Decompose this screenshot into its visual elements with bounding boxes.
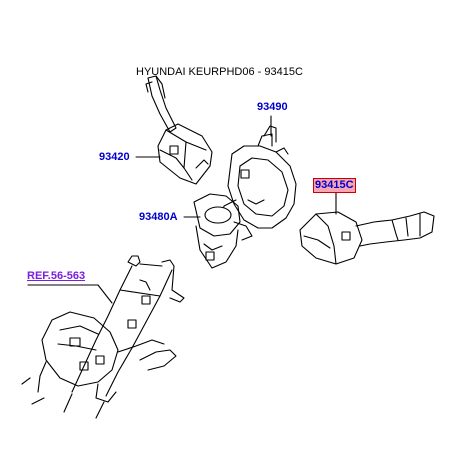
part-label-93415c-highlighted[interactable]: 93415C bbox=[313, 178, 356, 193]
part-93420-drawing bbox=[145, 75, 213, 185]
reference-link[interactable]: REF.56-563 bbox=[27, 270, 86, 282]
leader-lines bbox=[27, 115, 337, 304]
leader-ref bbox=[27, 284, 113, 304]
part-93480a-drawing bbox=[193, 193, 253, 269]
part-93415c-drawing bbox=[299, 211, 435, 265]
part-label-93420[interactable]: 93420 bbox=[99, 151, 130, 163]
diagram-title: HYUNDAI KEURPHD06 - 93415C bbox=[136, 66, 303, 78]
part-label-93480a[interactable]: 93480A bbox=[139, 211, 178, 223]
part-93490-drawing bbox=[221, 125, 297, 229]
part-label-93490[interactable]: 93490 bbox=[257, 101, 288, 113]
steering-column-drawing bbox=[21, 255, 185, 419]
